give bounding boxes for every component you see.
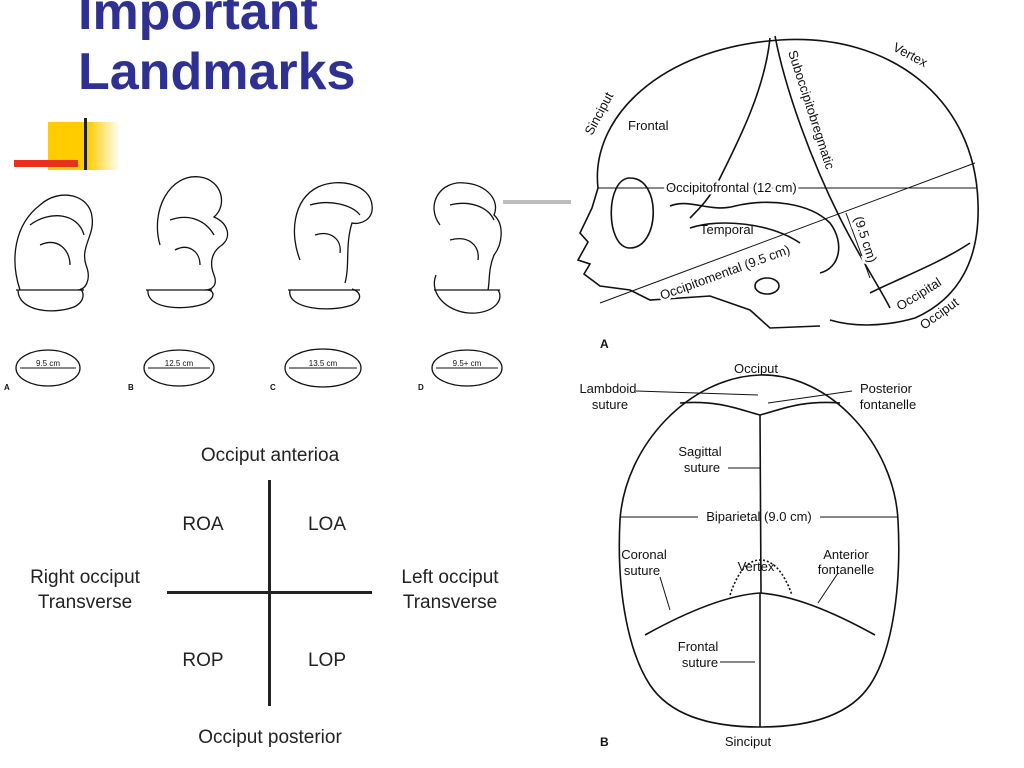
panel-letter-b-skull: B [600, 735, 609, 749]
label-biparietal: Biparietal (9.0 cm) [706, 509, 811, 524]
diameter-label-c: 13.5 cm [309, 359, 338, 368]
label-sinciput: Sinciput [581, 89, 616, 137]
label-temporal: Temporal [700, 222, 754, 237]
label-frontal-2: suture [682, 655, 718, 670]
diameter-label-b: 12.5 cm [165, 359, 194, 368]
diameter-label-d: 9.5+ cm [453, 359, 482, 368]
connector-line [503, 200, 571, 204]
label-loa: LOA [307, 514, 347, 535]
label-left-occiput-line2: Transverse [402, 592, 498, 613]
label-frontal: Frontal [628, 118, 669, 133]
label-occiput-top: Occiput [734, 361, 778, 376]
label-right-occiput-line2: Transverse [37, 592, 133, 613]
decorative-accent [14, 118, 124, 174]
label-sinciput-top: Sinciput [725, 734, 772, 749]
fetus-figure-a [14, 194, 94, 312]
label-posterior-fontanelle-2: fontanelle [860, 397, 916, 412]
fetal-presentations-figure: 9.5 cm 12.5 cm 13.5 cm 9.5+ cm A B C D [4, 176, 503, 392]
label-rop: ROP [182, 650, 224, 671]
panel-letter-c: C [270, 383, 276, 392]
label-posterior-fontanelle-1: Posterior [860, 381, 913, 396]
label-frontal-1: Frontal [678, 639, 719, 654]
top-skull-diagram: Occiput Lambdoid suture Posterior fontan… [579, 361, 916, 749]
cross-horizontal-line [167, 591, 372, 594]
panel-letter-d: D [418, 383, 424, 392]
label-anterior-fontanelle-1: Anterior [823, 547, 869, 562]
label-lop: LOP [307, 650, 347, 671]
fetus-figure-b [146, 176, 229, 309]
label-occipitofrontal: Occipitofrontal (12 cm) [666, 180, 797, 195]
cranium-outline [596, 38, 979, 326]
diameter-label-a: 9.5 cm [36, 359, 60, 368]
label-vertex-top: Vertex [738, 559, 775, 574]
lateral-skull-diagram: Vertex Sinciput Frontal Suboccipitobregm… [576, 35, 979, 351]
label-coronal-2: suture [624, 563, 660, 578]
fetus-figure-d [433, 182, 502, 314]
label-lambdoid-1: Lambdoid [579, 381, 636, 396]
title-line-1: Important [78, 0, 318, 41]
label-left-occiput-transverse: Left occiput Transverse [375, 565, 525, 615]
label-sagittal-1: Sagittal [678, 444, 721, 459]
label-sagittal-2: suture [684, 460, 720, 475]
page-title: Important Landmarks [78, 0, 355, 102]
label-anterior-fontanelle-2: fontanelle [818, 562, 874, 577]
label-occiput-posterior: Occiput posterior [198, 727, 342, 748]
label-left-occiput-line1: Left occiput [401, 567, 499, 588]
face-outline [576, 187, 821, 329]
label-right-occiput-line1: Right occiput [30, 567, 140, 588]
label-coronal-1: Coronal [621, 547, 667, 562]
label-vertex: Vertex [891, 39, 931, 70]
panel-letter-a-skull: A [600, 337, 609, 351]
label-occiput-anterior: Occiput anterioa [200, 445, 340, 466]
panel-letter-b: B [128, 383, 134, 392]
label-roa: ROA [182, 514, 224, 535]
title-line-2: Landmarks [78, 43, 356, 101]
label-right-occiput-transverse: Right occiput Transverse [10, 565, 160, 615]
panel-letter-a: A [4, 383, 10, 392]
fetus-figure-c [288, 182, 373, 310]
label-lambdoid-2: suture [592, 397, 628, 412]
